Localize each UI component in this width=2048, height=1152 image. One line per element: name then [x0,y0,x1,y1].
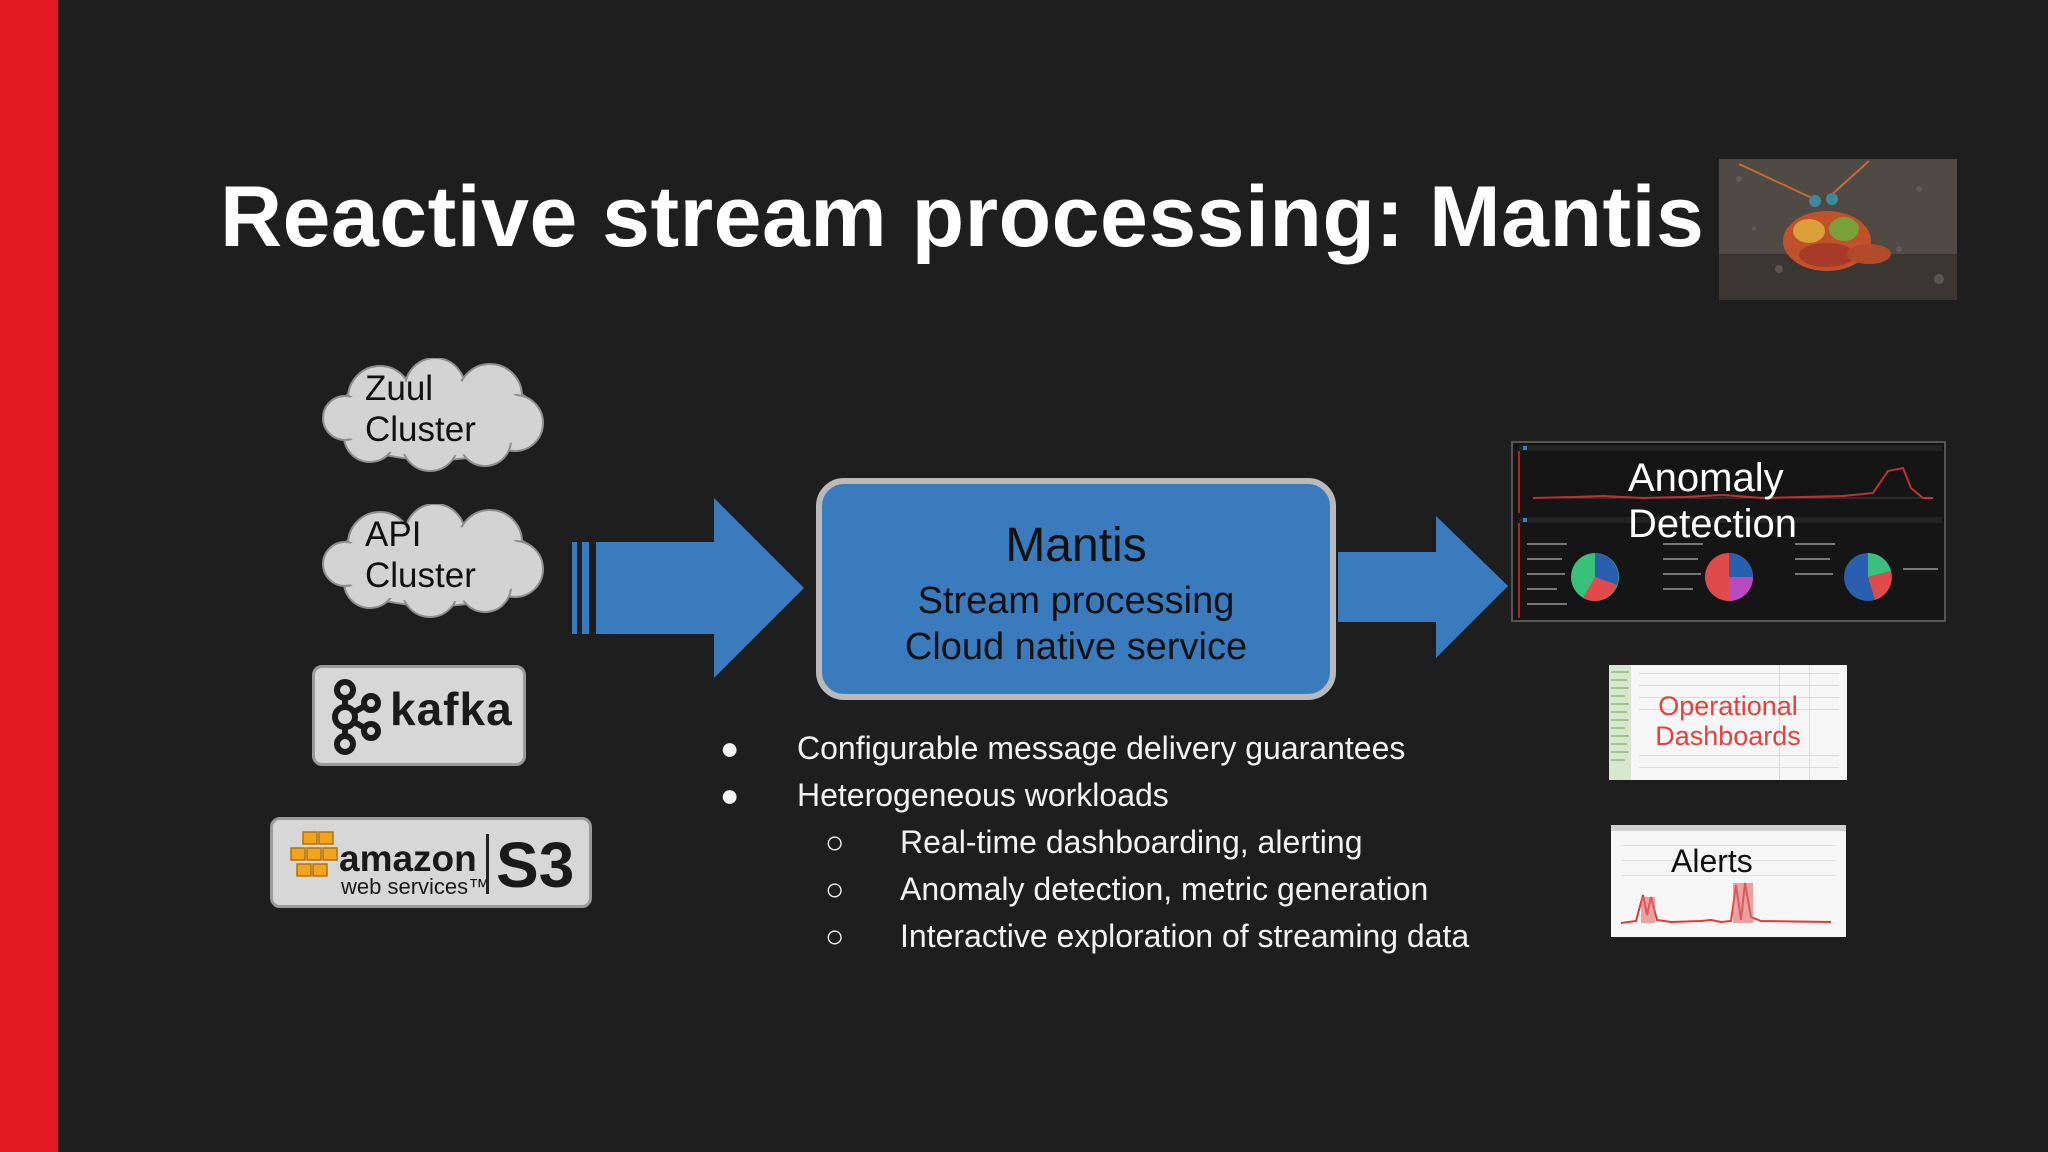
mantis-title: Mantis [1005,519,1147,572]
anomaly-label-line2: Detection [1628,502,1797,546]
zuul-cluster-cloud: Zuul Cluster [310,358,560,473]
slide-title: Reactive stream processing: Mantis [220,169,1705,265]
webservices-label: web services™ [341,874,491,899]
mantis-subtitle-1: Stream processing [917,580,1235,622]
s3-divider [486,834,489,894]
mantis-box: Mantis Stream processing Cloud native se… [816,478,1336,700]
amazon-s3-logo: amazon web services™ S3 [270,817,592,908]
arrow-right-icon [1338,516,1508,658]
kafka-logo-icon [332,679,381,755]
dashboard-screenshot [1609,665,1847,780]
zuul-label-line2: Cluster [365,410,476,449]
kafka-logo: kafka [312,665,526,766]
sub-bullet-text: Interactive exploration of streaming dat… [900,918,1470,954]
anomaly-label: Anomaly Detection [1628,455,1797,547]
anomaly-detection-thumbnail: Anomaly Detection [1511,441,1946,622]
pie-chart-icon [1705,553,1753,601]
alerts-thumbnail: Alerts [1611,825,1846,937]
bullet-dot: ● [720,730,740,766]
amazon-label: amazon [339,838,477,879]
sub-bullet-text: Real-time dashboarding, alerting [900,824,1363,860]
cloud-icon [322,358,544,472]
cloud-icon [322,504,544,618]
mantis-shrimp-photo [1719,159,1957,300]
operational-dashboards-label: Operational Dashboards [1609,691,1847,751]
ops-label-line2: Dashboards [1655,721,1801,751]
api-label-line2: Cluster [365,556,476,595]
aws-boxes-icon [290,831,338,877]
pie-chart-icon [1571,553,1619,601]
alerts-label: Alerts [1671,843,1753,879]
sub-bullet-text: Anomaly detection, metric generation [900,871,1429,907]
operational-dashboards-thumbnail: Operational Dashboards [1609,665,1847,780]
sub-bullet-circle: ○ [825,871,845,907]
sub-bullet-circle: ○ [825,824,845,860]
arrow-right-icon [572,498,804,678]
zuul-label-line1: Zuul [365,369,434,408]
api-label-line1: API [365,515,422,554]
accent-bar [0,0,58,1152]
kafka-label: kafka [390,683,513,735]
ops-label-line1: Operational [1658,691,1798,721]
alerts-screenshot [1611,825,1846,937]
dashboard-screenshot [1518,445,1942,618]
s3-label: S3 [496,829,575,901]
bullet-text: Heterogeneous workloads [797,777,1169,813]
mantis-subtitle-2: Cloud native service [904,626,1248,668]
bullet-text: Configurable message delivery guarantees [797,730,1406,766]
anomaly-label-line1: Anomaly [1628,456,1784,500]
sub-bullet-circle: ○ [825,918,845,954]
api-cluster-cloud: API Cluster [310,504,560,619]
pie-chart-icon [1844,553,1892,601]
bullet-dot: ● [720,777,740,813]
